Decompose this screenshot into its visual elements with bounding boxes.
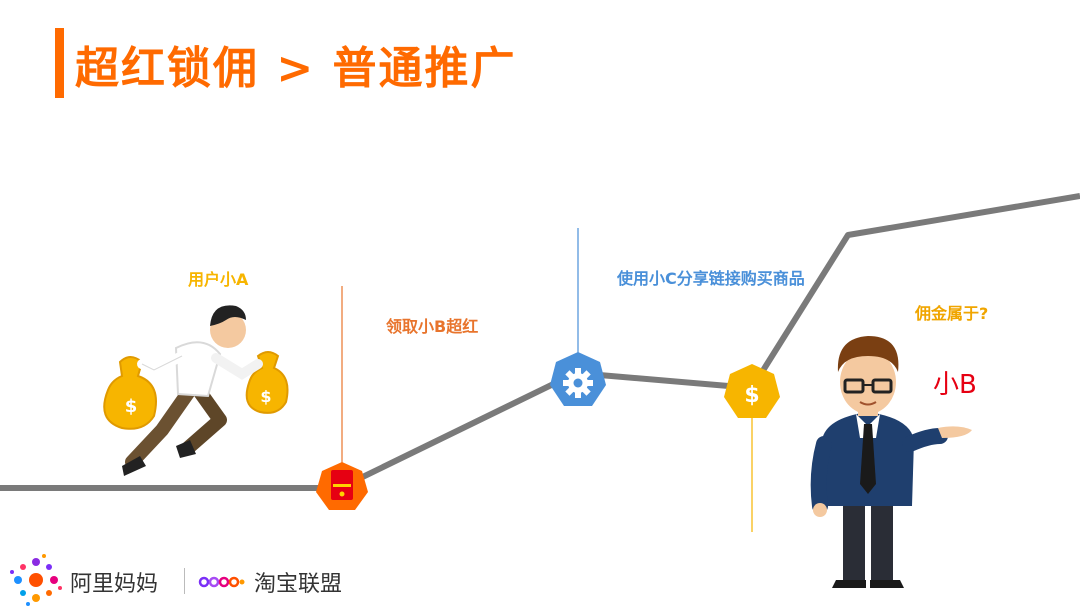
page-title: 超红锁佣 > 普通推广 (75, 43, 517, 94)
businessman-figure (810, 336, 972, 588)
journey-path (0, 193, 1080, 491)
dollar-icon: $ (744, 383, 759, 408)
money-bag-right: $ (245, 351, 289, 414)
label-buy-c: 使用小C分享链接购买商品 (617, 269, 805, 288)
label-claim-b: 领取小B超红 (386, 317, 479, 336)
svg-text:$: $ (125, 396, 138, 417)
svg-text:$: $ (260, 387, 271, 406)
gear-node (550, 352, 606, 406)
footer-divider (184, 568, 185, 594)
label-answer: 小B (933, 370, 977, 400)
title-accent-bar (55, 28, 64, 98)
alimama-brand-text: 阿里妈妈 (70, 572, 159, 597)
running-man-figure: $ $ (103, 305, 289, 476)
gear-icon (563, 368, 593, 398)
alimama-logo (10, 554, 62, 606)
label-commission-question: 佣金属于? (915, 304, 989, 323)
red-envelope-node (316, 462, 368, 510)
taobao-union-brand-text: 淘宝联盟 (254, 572, 343, 597)
label-user-a: 用户小A (188, 270, 249, 289)
dollar-node: $ (724, 364, 780, 418)
taobao-union-logo (198, 576, 245, 588)
